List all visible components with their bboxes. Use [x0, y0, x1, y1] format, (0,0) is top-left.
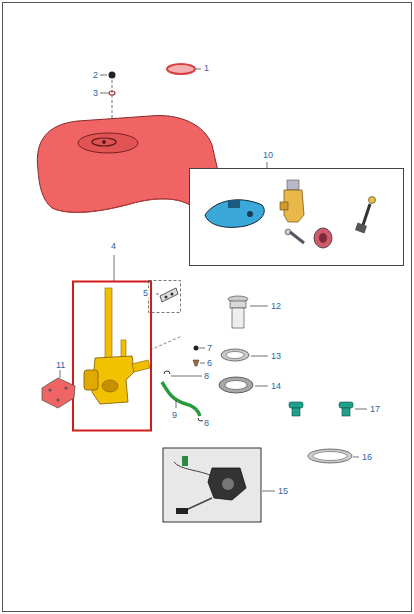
- callout-number: 13: [270, 351, 282, 361]
- callout-number: 9: [171, 410, 178, 420]
- callout-number: 7: [206, 343, 213, 353]
- callout-number: 8: [203, 371, 210, 381]
- callout-number: 4: [110, 241, 117, 251]
- callout-number: 11: [55, 360, 66, 370]
- callout-number: 12: [270, 301, 282, 311]
- callout-number: 8: [203, 418, 210, 428]
- callout-number: 1: [203, 63, 210, 73]
- callout-number: 2: [92, 70, 99, 80]
- callout-number: 17: [369, 404, 381, 414]
- callout-number: 16: [361, 452, 373, 462]
- callout-number: 15: [277, 486, 289, 496]
- callout-number: 6: [206, 358, 213, 368]
- callout-number: 5: [142, 288, 149, 298]
- callout-number: 14: [270, 381, 282, 391]
- callout-number: 10: [262, 150, 274, 160]
- callout-number: 3: [92, 88, 99, 98]
